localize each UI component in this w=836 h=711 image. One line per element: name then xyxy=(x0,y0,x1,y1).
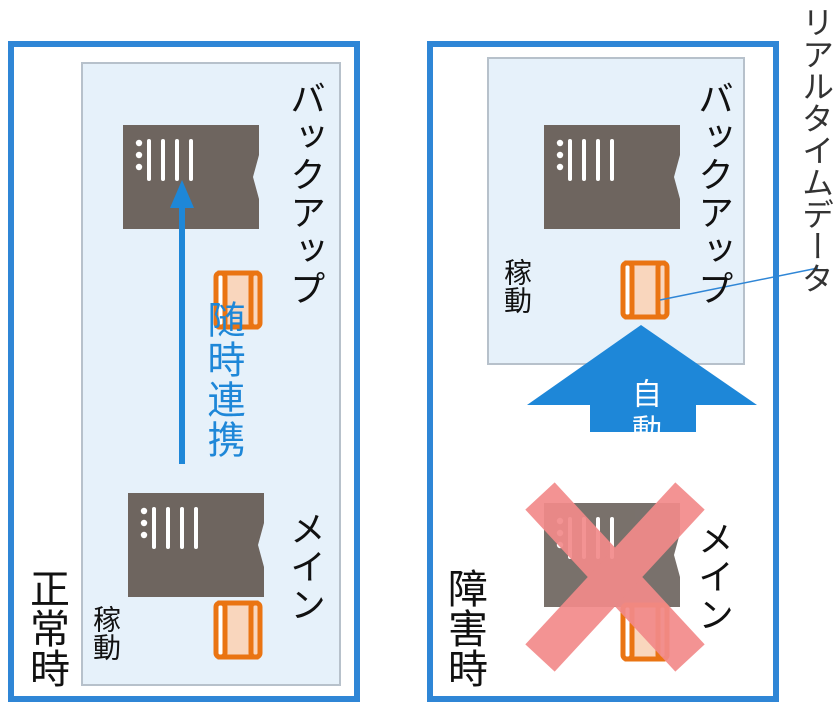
auto-switch-label: 自動 xyxy=(626,378,661,450)
normal-status-label: 稼動 xyxy=(89,605,122,661)
callout-leader-line xyxy=(659,267,819,301)
failure-status-label: 稼動 xyxy=(500,258,533,314)
realtime-data-label: リアルタイムデータ xyxy=(797,6,835,294)
normal-main-database-icon xyxy=(216,603,260,657)
normal-main-label: メイン xyxy=(284,510,325,624)
normal-title: 正常時 xyxy=(23,568,69,688)
normal-backup-server-icon xyxy=(121,123,261,231)
sync-arrow xyxy=(170,180,194,464)
auto-switch-arrow xyxy=(527,325,757,432)
failure-backup-database-icon xyxy=(623,263,667,317)
failure-main-label: メイン xyxy=(692,520,733,634)
failure-backup-label: バックアップ xyxy=(692,80,733,308)
failure-backup-server-icon xyxy=(542,123,682,231)
failure-x-mark-icon xyxy=(525,482,705,672)
failure-title: 障害時 xyxy=(441,568,487,688)
sync-label: 随時連携 xyxy=(201,300,245,460)
normal-main-server-icon xyxy=(126,491,266,599)
normal-backup-label: バックアップ xyxy=(284,80,325,308)
